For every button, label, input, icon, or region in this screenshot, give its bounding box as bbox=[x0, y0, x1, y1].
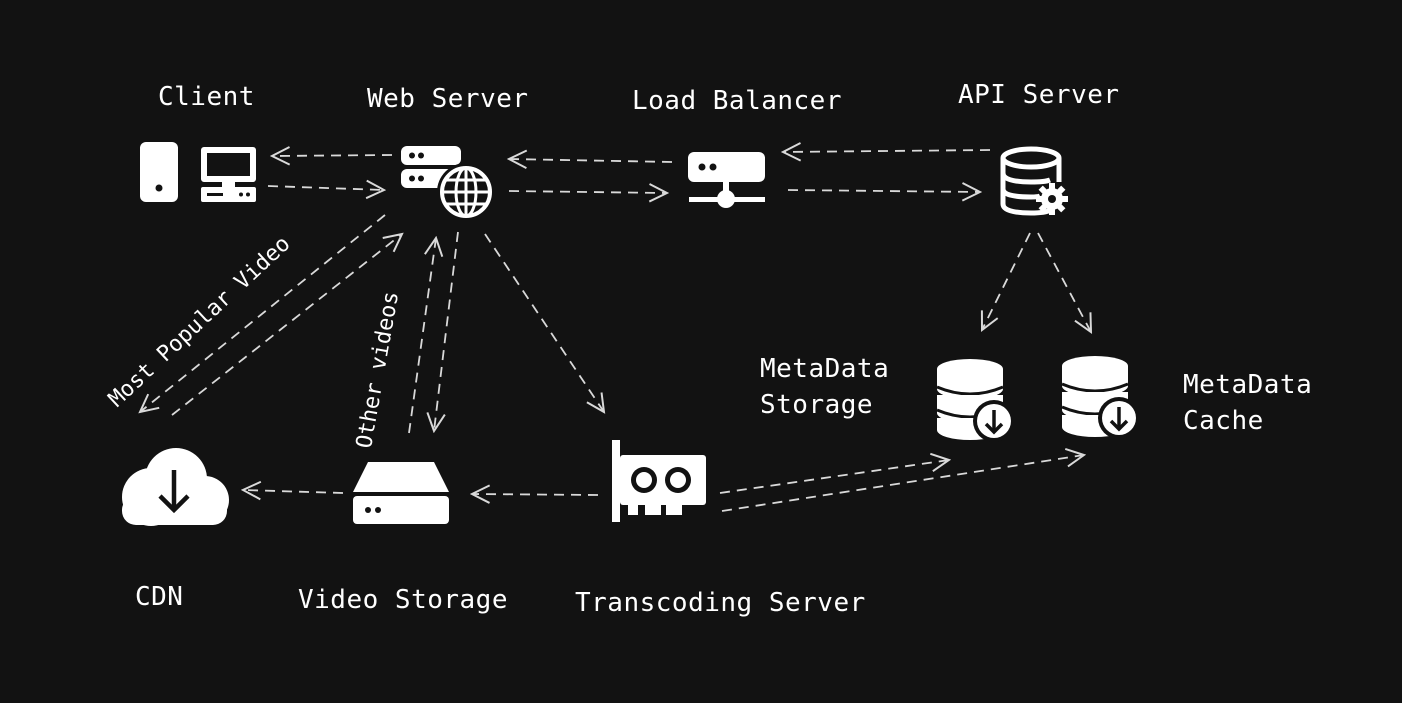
video-storage-label: Video Storage bbox=[298, 585, 508, 615]
arrow-client-to-webserver bbox=[267, 186, 384, 190]
load-balancer-label: Load Balancer bbox=[632, 86, 842, 116]
database-gear-icon bbox=[1000, 146, 1068, 216]
arrow-transcoding-to-metadata-cache bbox=[721, 455, 1084, 512]
metadata-storage-label-line1: MetaData bbox=[760, 354, 890, 384]
arrow-loadbalancer-to-webserver bbox=[509, 159, 673, 162]
arrow-cdn-to-webserver bbox=[171, 234, 402, 416]
transcoding-server-label: Transcoding Server bbox=[575, 588, 866, 618]
storage-drive-icon bbox=[353, 462, 449, 524]
arrow-apiserver-to-metadata-storage bbox=[982, 232, 1031, 330]
desktop-computer-icon bbox=[201, 147, 256, 202]
globe-icon bbox=[437, 163, 495, 221]
arrow-transcoding-to-videostorage bbox=[472, 494, 599, 495]
arrow-apiserver-to-metadata-cache bbox=[1037, 232, 1091, 332]
web-server-label: Web Server bbox=[367, 84, 529, 114]
cdn-label: CDN bbox=[135, 582, 184, 612]
arrow-transcoding-to-metadata-storage bbox=[719, 460, 949, 494]
connections bbox=[140, 150, 1091, 512]
arrow-webserver-to-transcoding bbox=[484, 233, 604, 412]
arrow-videostorage-to-cdn bbox=[243, 490, 344, 493]
arrow-webserver-to-videostorage bbox=[434, 231, 459, 431]
metadata-cache-label-line2: Cache bbox=[1183, 406, 1264, 436]
database-download-icon bbox=[936, 359, 1015, 442]
cloud-download-icon bbox=[122, 448, 229, 526]
arrow-webserver-to-loadbalancer bbox=[508, 191, 667, 193]
arrow-apiserver-to-loadbalancer bbox=[783, 150, 991, 152]
phone-icon bbox=[140, 142, 178, 202]
arrow-webserver-to-cdn bbox=[140, 214, 386, 412]
metadata-cache-label-line1: MetaData bbox=[1183, 370, 1313, 400]
api-server-label: API Server bbox=[958, 80, 1120, 110]
gpu-card-icon bbox=[612, 440, 706, 522]
metadata-storage-label-line2: Storage bbox=[760, 390, 874, 420]
load-balancer-icon bbox=[688, 152, 765, 208]
database-download-icon bbox=[1061, 356, 1140, 439]
arrow-videostorage-to-webserver bbox=[408, 238, 436, 434]
arrow-loadbalancer-to-apiserver bbox=[787, 190, 980, 192]
arrow-webserver-to-client bbox=[272, 155, 393, 156]
client-label: Client bbox=[158, 82, 255, 112]
